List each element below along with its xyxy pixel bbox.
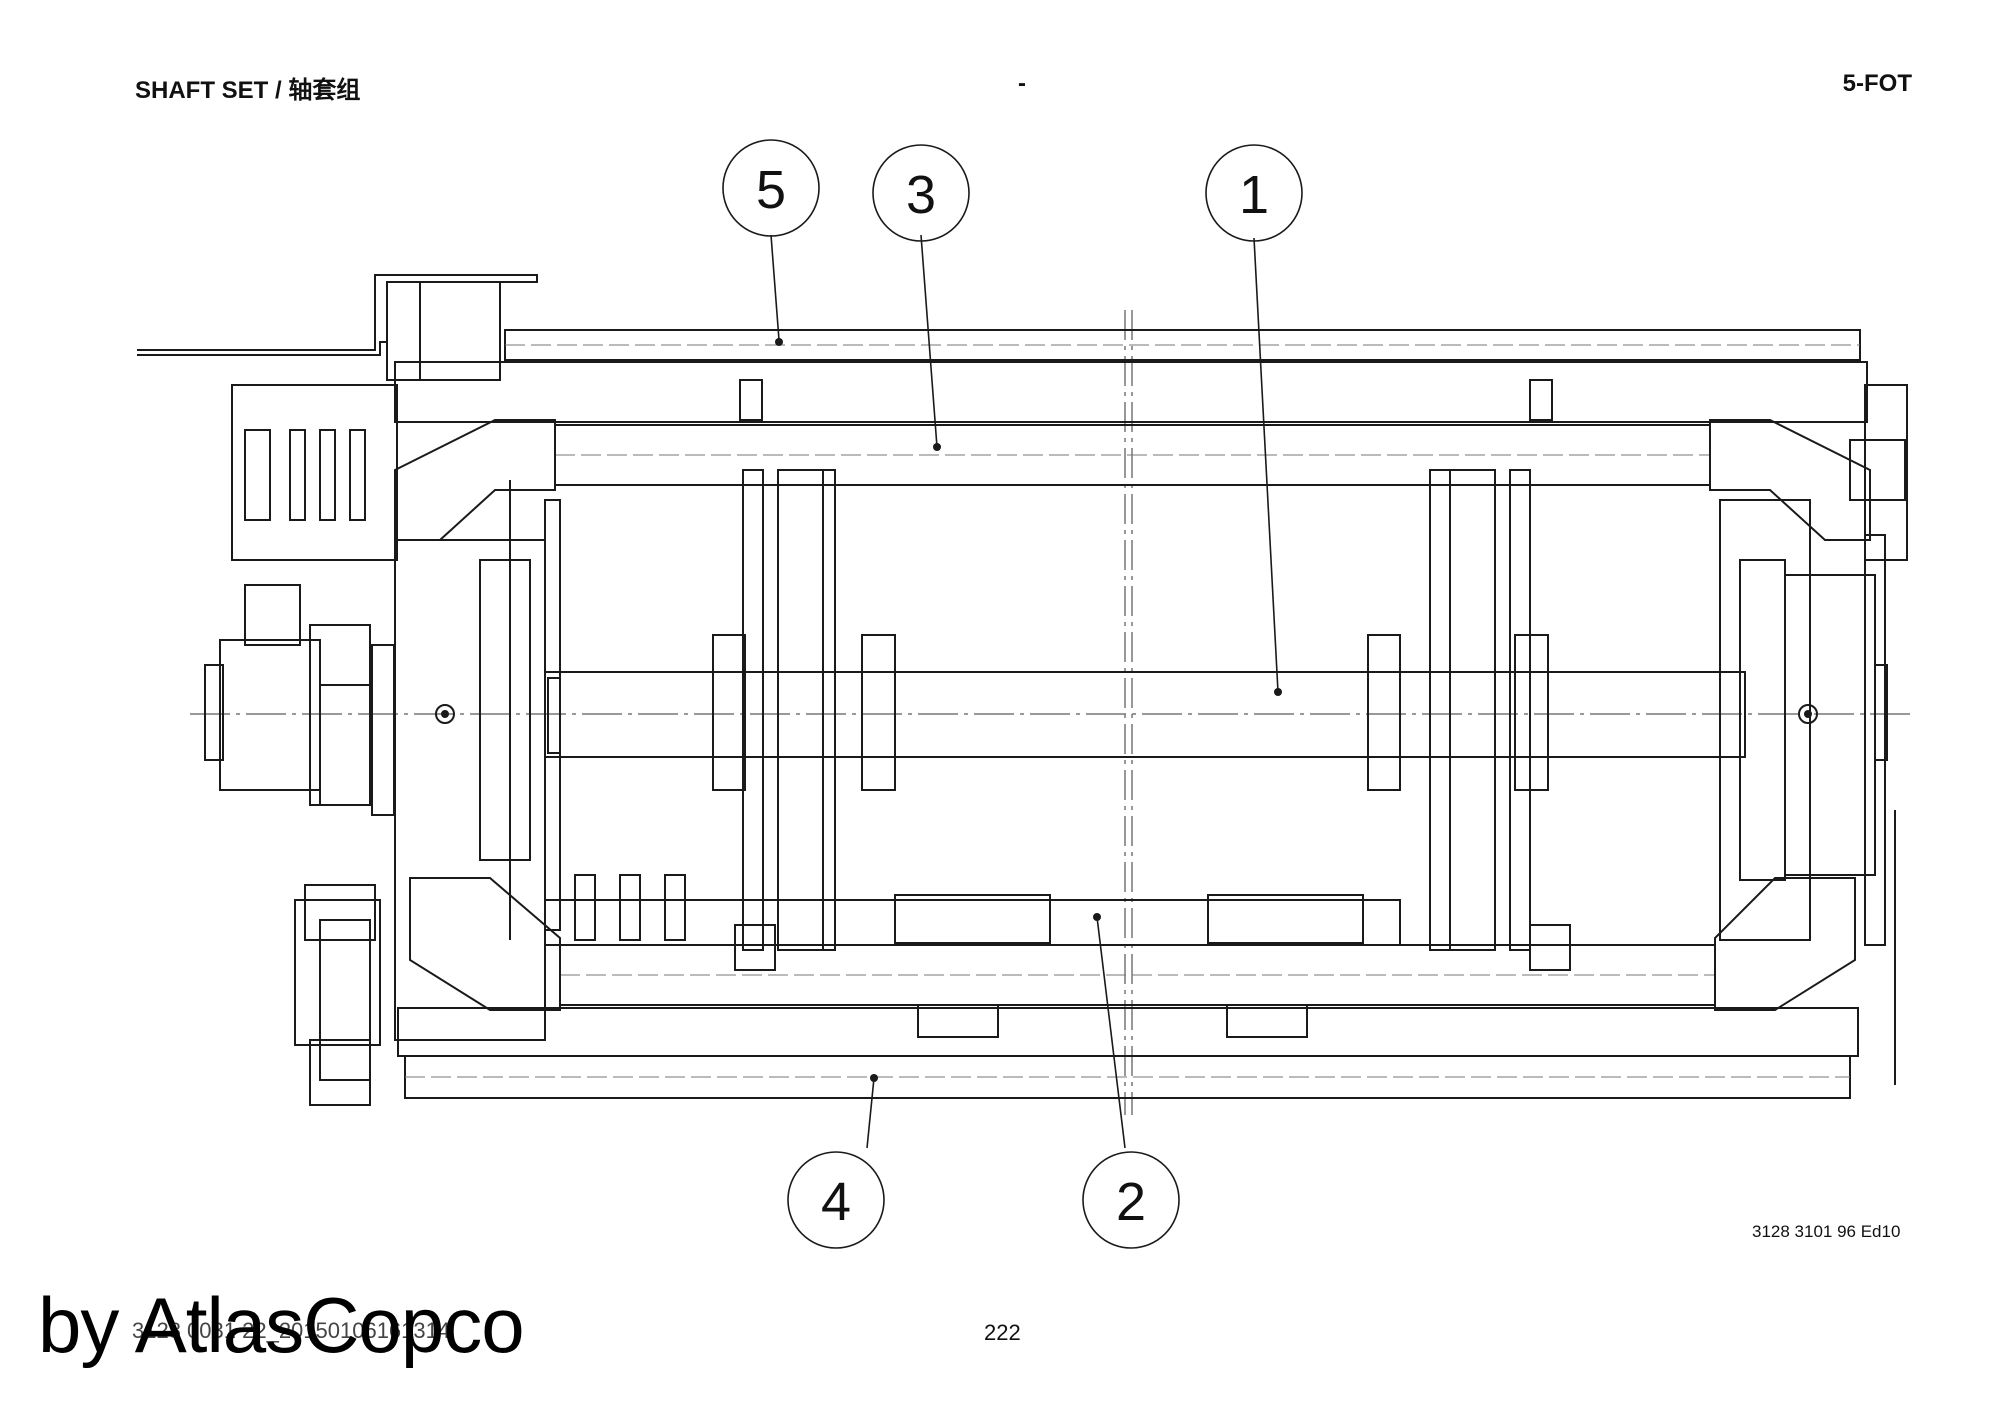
lower-rail — [397, 1004, 1859, 1099]
left-coupling — [712, 379, 896, 971]
callout-2-label: 2 — [1116, 1172, 1146, 1232]
vertical-centerline — [1124, 310, 1133, 1115]
callout-circles — [722, 139, 1303, 1249]
callout-3-label: 3 — [906, 165, 936, 225]
callout-4-label: 4 — [821, 1172, 851, 1232]
lower-crossbar — [409, 877, 1856, 1011]
callout-numbers: 5 3 1 4 2 — [756, 160, 1269, 1232]
left-frame — [231, 384, 561, 1041]
left-pulley — [204, 584, 455, 816]
right-coupling — [1367, 379, 1571, 971]
drawing-code: 3128 3101 96 Ed10 — [1752, 1222, 1901, 1241]
document-reference: 3128 0031 22_20150106161314 — [132, 1318, 451, 1343]
top-left-bracket — [137, 274, 538, 381]
callout-1-label: 1 — [1239, 165, 1269, 225]
left-lower-pulley — [294, 884, 381, 1106]
leader-lines — [770, 234, 1279, 1149]
watermark: by AtlasCopco — [38, 1281, 525, 1369]
bolt-heads — [775, 338, 1282, 1082]
upper-crossbar — [394, 419, 1871, 541]
page-number: 222 — [984, 1320, 1021, 1345]
right-frame — [1719, 384, 1908, 1085]
model-label: 5-FOT — [1842, 70, 1912, 97]
callout-5-label: 5 — [756, 160, 786, 220]
upper-rail — [394, 329, 1868, 423]
lower-clips — [574, 874, 686, 941]
header-separator: - — [1018, 70, 1026, 97]
main-shaft — [544, 671, 1746, 758]
page-title: SHAFT SET / 轴套组 — [135, 77, 361, 104]
